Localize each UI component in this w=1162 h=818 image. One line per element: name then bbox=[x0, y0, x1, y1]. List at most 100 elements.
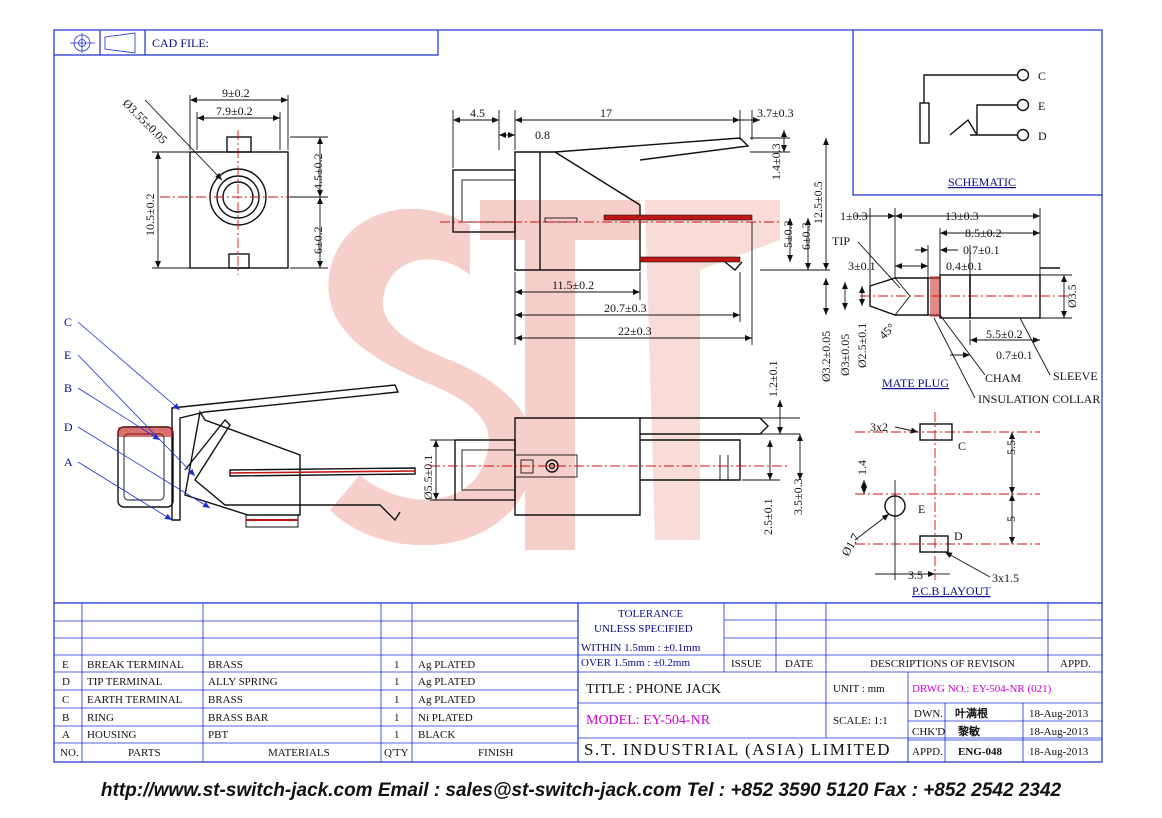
approval-dwn-role: DWN. bbox=[914, 708, 943, 720]
parts-header-no: NO. bbox=[60, 747, 79, 759]
bottom-view: Ø5.5±0.1 1.2±0.1 2.5±0.1 3.5±0.3 bbox=[421, 360, 805, 535]
dim-bottom-3-5: 3.5±0.3 bbox=[791, 478, 805, 515]
iso-label-c: C bbox=[64, 315, 72, 329]
dim-plug-0-7-top: 0.7±0.1 bbox=[963, 243, 1000, 257]
dim-plug-dia-3-5: Ø3.5 bbox=[1065, 284, 1079, 308]
part-a-qty: 1 bbox=[394, 729, 400, 741]
tolerance-heading: TOLERANCE bbox=[618, 608, 683, 620]
part-e-qty: 1 bbox=[394, 659, 400, 671]
plug-label-sleeve: SLEEVE bbox=[1053, 369, 1098, 383]
rev-header-date: DATE bbox=[785, 658, 813, 670]
part-c-finish: Ag PLATED bbox=[418, 694, 475, 706]
dim-front-inner-width: 7.9±0.2 bbox=[216, 104, 253, 118]
approval-dwn-date: 18-Aug-2013 bbox=[1029, 708, 1089, 720]
dim-bottom-bore: Ø5.5±0.1 bbox=[421, 455, 435, 500]
dim-plug-3: 3±0.1 bbox=[848, 259, 876, 273]
model-number: MODEL: EY-504-NR bbox=[586, 713, 711, 728]
iso-label-d: D bbox=[64, 420, 73, 434]
approval-dwn-name: 叶满根 bbox=[955, 706, 989, 720]
pcb-dim-3x1-5: 3x1.5 bbox=[992, 571, 1019, 585]
dim-side-top: 1.4±0.3 bbox=[769, 143, 783, 180]
pcb-dim-3-5: 3.5 bbox=[908, 568, 923, 582]
plug-label-tip: TIP bbox=[832, 234, 850, 248]
dim-side-11-5: 11.5±0.2 bbox=[552, 278, 594, 292]
parts-header-finish: FINISH bbox=[478, 747, 514, 759]
part-c-material: BRASS bbox=[208, 694, 243, 706]
dim-plug-dia-3: Ø3±0.05 bbox=[838, 334, 852, 376]
st-watermark bbox=[328, 200, 780, 550]
dim-front-bore: Ø3.55±0.05 bbox=[120, 96, 170, 146]
pcb-dim-5-5: 5.5 bbox=[1004, 440, 1018, 455]
part-c-no: C bbox=[62, 694, 69, 706]
part-b-name: RING bbox=[87, 712, 114, 724]
drawing-number: DRWG NO.: EY-504-NR (021) bbox=[912, 683, 1052, 695]
pcb-label-e: E bbox=[918, 502, 925, 516]
company-name: S.T. INDUSTRIAL (ASIA) LIMITED bbox=[584, 740, 891, 759]
tolerance-within: WITHIN 1.5mm : ±0.1mm bbox=[581, 642, 701, 654]
unit-label: UNIT : mm bbox=[833, 683, 885, 695]
dim-plug-angle: 45° bbox=[876, 320, 898, 342]
dim-plug-dia-3-2: Ø3.2±0.05 bbox=[819, 331, 833, 382]
dim-side-front: 4.5 bbox=[470, 106, 485, 120]
iso-label-a: A bbox=[64, 455, 73, 469]
approval-chkd-date: 18-Aug-2013 bbox=[1029, 726, 1089, 738]
pcb-dim-dia-1-7: Ø1.7 bbox=[838, 531, 862, 559]
part-d-qty: 1 bbox=[394, 676, 400, 688]
part-a-no: A bbox=[62, 729, 70, 741]
part-a-material: PBT bbox=[208, 729, 228, 741]
dim-side-tab: 3.7±0.3 bbox=[757, 106, 794, 120]
rev-header-issue: ISSUE bbox=[731, 658, 762, 670]
part-a-name: HOUSING bbox=[87, 729, 137, 741]
part-b-qty: 1 bbox=[394, 712, 400, 724]
schematic-pin-d: D bbox=[1038, 129, 1047, 143]
dim-front-width: 9±0.2 bbox=[222, 86, 250, 100]
pcb-label-c: C bbox=[958, 439, 966, 453]
part-d-no: D bbox=[62, 676, 70, 688]
schematic-box: C E D SCHEMATIC bbox=[852, 30, 1102, 196]
dim-side-22: 22±0.3 bbox=[618, 324, 652, 338]
pcb-dim-1-4: 1.4 bbox=[855, 460, 869, 475]
dim-bottom-1-2: 1.2±0.1 bbox=[766, 360, 780, 397]
part-b-no: B bbox=[62, 712, 69, 724]
part-d-material: ALLY SPRING bbox=[208, 676, 278, 688]
plug-label-cham: CHAM bbox=[985, 371, 1021, 385]
cad-file-box bbox=[54, 30, 439, 56]
front-view: 9±0.2 7.9±0.2 Ø3.55±0.05 10.5±0.2 4.5±0.… bbox=[120, 86, 328, 275]
rev-header-appd: APPD. bbox=[1060, 658, 1091, 670]
part-d-name: TIP TERMINAL bbox=[87, 676, 163, 688]
dim-front-height: 10.5±0.2 bbox=[143, 193, 157, 236]
tolerance-unless: UNLESS SPECIFIED bbox=[594, 623, 693, 635]
part-a-finish: BLACK bbox=[418, 729, 455, 741]
rev-header-descriptions: DESCRIPTIONS OF REVISON bbox=[870, 658, 1015, 670]
scale-label: SCALE: 1:1 bbox=[833, 715, 888, 727]
part-b-material: BRASS BAR bbox=[208, 712, 269, 724]
dim-plug-0-4: 0.4±0.1 bbox=[946, 259, 983, 273]
part-c-qty: 1 bbox=[394, 694, 400, 706]
dim-side-body: 17 bbox=[600, 106, 612, 120]
side-view: 4.5 17 3.7±0.3 0.8 1.4±0.3 12.5±0.5 5±0.… bbox=[440, 106, 830, 345]
parts-header-materials: MATERIALS bbox=[268, 747, 330, 759]
approval-appd-date: 18-Aug-2013 bbox=[1029, 746, 1089, 758]
dim-bottom-2-5: 2.5±0.1 bbox=[761, 498, 775, 535]
schematic-title: SCHEMATIC bbox=[948, 175, 1016, 189]
pcb-layout-title: P.C.B LAYOUT bbox=[912, 584, 991, 598]
pcb-layout: 3x2 C 5.5 1.4 E 5 Ø1.7 D 3.5 3x1.5 P.C.B… bbox=[838, 412, 1040, 598]
dim-plug-dia-2-5: Ø2.5±0.1 bbox=[855, 323, 869, 368]
isometric-view: C E B D A bbox=[64, 315, 416, 528]
dim-side-five: 5±0.3 bbox=[781, 220, 795, 248]
iso-label-b: B bbox=[64, 381, 72, 395]
dim-side-20-7: 20.7±0.3 bbox=[604, 301, 647, 315]
dim-front-upper: 4.5±0.2 bbox=[311, 153, 325, 190]
tolerance-over: OVER 1.5mm : ±0.2mm bbox=[581, 657, 690, 669]
dim-plug-0-7-bottom: 0.7±0.1 bbox=[996, 348, 1033, 362]
contact-footer: http://www.st-switch-jack.com Email : sa… bbox=[100, 780, 1062, 801]
dim-plug-1: 1±0.3 bbox=[840, 209, 868, 223]
approval-appd-name: ENG-048 bbox=[958, 746, 1003, 758]
parts-header-qty: Q'TY bbox=[384, 747, 409, 759]
dim-front-lower: 6±0.2 bbox=[311, 226, 325, 254]
schematic-pin-c: C bbox=[1038, 69, 1046, 83]
iso-label-e: E bbox=[64, 348, 71, 362]
drawing-title: TITLE : PHONE JACK bbox=[586, 682, 721, 697]
part-e-no: E bbox=[62, 659, 69, 671]
